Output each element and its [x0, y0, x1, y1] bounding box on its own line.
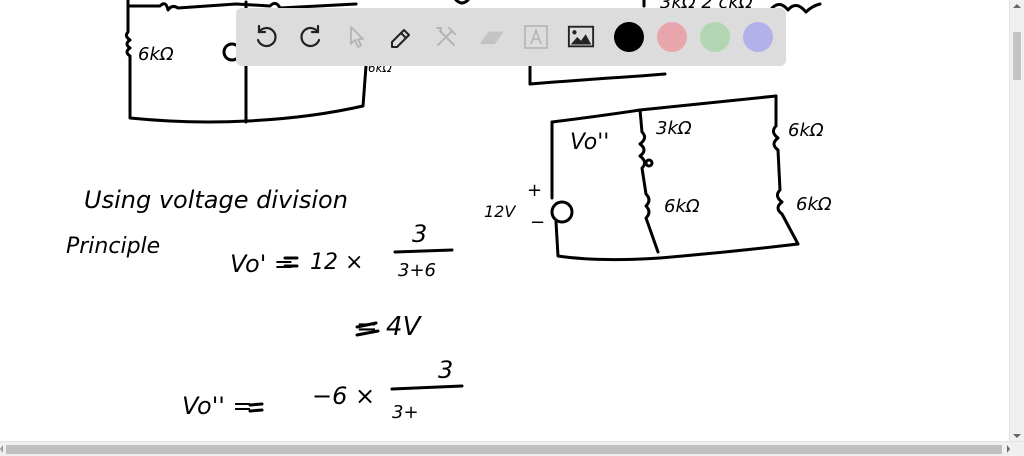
undo-icon — [256, 24, 277, 48]
image-icon — [567, 25, 595, 48]
source-plus: + — [527, 180, 543, 201]
pen-tool-button[interactable] — [383, 19, 419, 55]
equation-2-denominator: 3+ — [392, 402, 419, 423]
equation-2-numerator: 3 — [438, 356, 454, 384]
source-label: 12V — [484, 202, 516, 221]
redo-button[interactable] — [293, 19, 329, 55]
color-swatch-green[interactable] — [700, 22, 730, 52]
color-swatch-black[interactable] — [614, 22, 644, 52]
eraser-icon — [480, 31, 504, 44]
resistor-label: 3kΩ — [656, 118, 692, 139]
undo-button[interactable] — [248, 19, 284, 55]
note-line-2: Principle — [66, 234, 161, 259]
resistor-label: 6kΩ — [788, 120, 824, 141]
tools-icon — [436, 27, 456, 46]
handwritten-ink-strokes — [124, 0, 822, 413]
node-label: Vo'' — [570, 130, 610, 155]
scroll-right-arrow-icon[interactable] — [1007, 445, 1010, 453]
scroll-up-arrow-icon[interactable] — [1013, 4, 1021, 8]
equation-1-lhs: Vo' = — [230, 250, 295, 278]
color-swatch-pink[interactable] — [657, 22, 687, 52]
tools-button[interactable] — [428, 19, 464, 55]
redo-icon — [300, 24, 321, 48]
equation-1-result: = 4V — [356, 312, 421, 342]
vertical-scroll-thumb[interactable] — [1013, 32, 1021, 80]
eraser-button[interactable] — [473, 19, 509, 55]
resistor-label: 6kΩ — [664, 196, 700, 217]
scroll-left-arrow-icon[interactable] — [0, 445, 3, 453]
horizontal-scroll-thumb[interactable] — [6, 445, 1002, 454]
scroll-down-arrow-icon[interactable] — [1013, 434, 1021, 438]
pencil-icon — [391, 29, 410, 48]
drawing-toolbar — [236, 8, 786, 66]
resistor-label: 6kΩ — [796, 194, 832, 215]
whiteboard-canvas[interactable]: 6kΩ 6kΩ 3kΩ 2 ckΩ Vo'' 12V + − 3kΩ 6kΩ 6… — [0, 0, 1010, 442]
note-line-1: Using voltage division — [84, 186, 348, 214]
equation-1-denominator: 3+6 — [398, 260, 436, 281]
color-swatch-purple[interactable] — [743, 22, 773, 52]
equation-2-lhs: Vo'' = — [182, 392, 253, 420]
source-minus: − — [530, 212, 546, 233]
select-tool-button[interactable] — [338, 19, 374, 55]
partial-text: 3kΩ 2 ckΩ — [660, 0, 753, 13]
vertical-scrollbar[interactable] — [1009, 0, 1024, 442]
insert-image-button[interactable] — [563, 19, 599, 55]
equation-1-numerator: 3 — [412, 220, 428, 248]
equation-2-multiplier: −6 × — [312, 382, 376, 410]
equation-1-multiplier: 12 × — [310, 250, 364, 275]
pointer-icon — [350, 26, 364, 48]
resistor-label: 6kΩ — [138, 44, 174, 65]
text-box-icon — [524, 25, 548, 49]
horizontal-scrollbar[interactable] — [0, 441, 1024, 456]
text-tool-button[interactable] — [518, 19, 554, 55]
